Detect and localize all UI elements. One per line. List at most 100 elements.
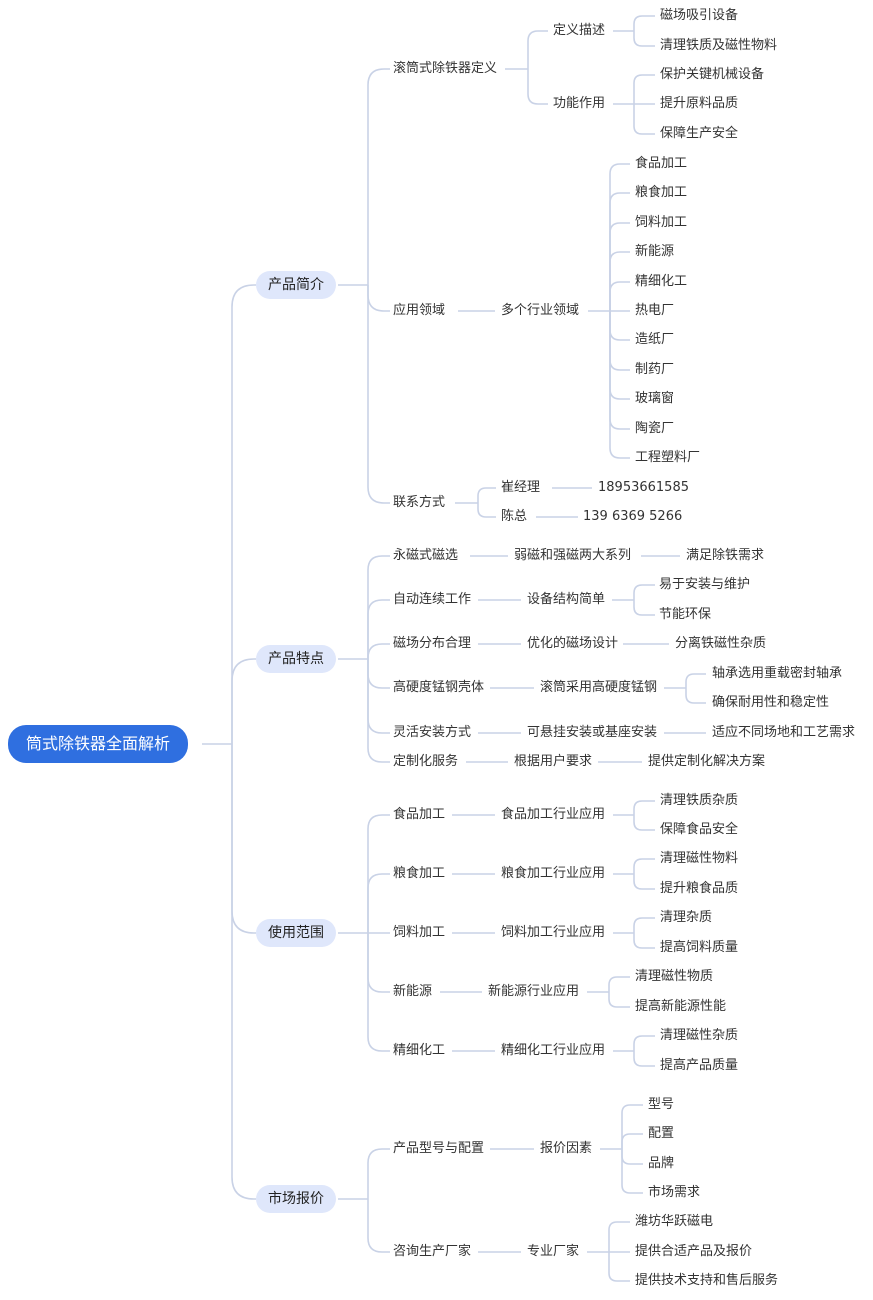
topic-feed-quality[interactable]: 提高饲料质量 bbox=[660, 940, 739, 955]
topic-scope-grain-app[interactable]: 粮食加工行业应用 bbox=[501, 866, 606, 881]
topic-per-user-request[interactable]: 根据用户要求 bbox=[514, 754, 593, 769]
topic-phone-chen[interactable]: 139 6369 5266 bbox=[583, 509, 683, 524]
topic-optimized-field[interactable]: 优化的磁场设计 bbox=[527, 636, 619, 651]
connector bbox=[609, 222, 630, 311]
branch-product-features[interactable]: 产品特点 bbox=[256, 645, 336, 673]
topic-model-config[interactable]: 产品型号与配置 bbox=[393, 1141, 485, 1156]
topic-tech-support[interactable]: 提供技术支持和售后服务 bbox=[635, 1273, 779, 1288]
topic-improve-quality[interactable]: 提升原料品质 bbox=[660, 96, 739, 111]
topic-new-energy-performance[interactable]: 提高新能源性能 bbox=[635, 999, 727, 1014]
topic-scope-new-energy-app[interactable]: 新能源行业应用 bbox=[488, 984, 580, 999]
topic-adapt-sites[interactable]: 适应不同场地和工艺需求 bbox=[712, 725, 856, 740]
topic-industry-fine-chem[interactable]: 精细化工 bbox=[635, 274, 688, 289]
topic-easy-maintain[interactable]: 易于安装与维护 bbox=[659, 577, 751, 592]
topic-protect-machinery[interactable]: 保护关键机械设备 bbox=[660, 67, 765, 82]
topic-factor-brand[interactable]: 品牌 bbox=[648, 1156, 675, 1171]
topic-field-distribution[interactable]: 磁场分布合理 bbox=[393, 636, 472, 651]
topic-clean-iron-impurities[interactable]: 清理铁质杂质 bbox=[660, 793, 739, 808]
topic-scope-fine-chem-app[interactable]: 精细化工行业应用 bbox=[501, 1043, 606, 1058]
topic-industry-grain[interactable]: 粮食加工 bbox=[635, 185, 688, 200]
topic-auto-continuous[interactable]: 自动连续工作 bbox=[393, 592, 472, 607]
topic-industry-pharma[interactable]: 制药厂 bbox=[635, 362, 675, 377]
topic-product-quality[interactable]: 提高产品质量 bbox=[660, 1058, 739, 1073]
connector bbox=[621, 1149, 643, 1194]
topic-pro-manufacturer[interactable]: 专业厂家 bbox=[527, 1244, 580, 1259]
topic-flexible-install[interactable]: 灵活安装方式 bbox=[393, 725, 472, 740]
branch-market-price[interactable]: 市场报价 bbox=[256, 1185, 336, 1213]
topic-definition-desc[interactable]: 定义描述 bbox=[553, 23, 606, 38]
topic-food-safety[interactable]: 保障食品安全 bbox=[660, 822, 739, 837]
connector bbox=[367, 659, 390, 689]
topic-price-factors[interactable]: 报价因素 bbox=[540, 1141, 593, 1156]
topic-weifang-huayue[interactable]: 潍坊华跃磁电 bbox=[635, 1214, 714, 1229]
connector bbox=[633, 74, 655, 104]
topic-drum-manganese[interactable]: 滚筒采用高硬度锰钢 bbox=[540, 680, 658, 695]
topic-scope-feed-app[interactable]: 饲料加工行业应用 bbox=[501, 925, 606, 940]
topic-scope-fine-chem[interactable]: 精细化工 bbox=[393, 1043, 446, 1058]
topic-hang-or-base[interactable]: 可悬挂安装或基座安装 bbox=[527, 725, 658, 740]
topic-meet-needs[interactable]: 满足除铁需求 bbox=[686, 548, 765, 563]
branch-usage-scope[interactable]: 使用范围 bbox=[256, 919, 336, 947]
connector bbox=[231, 284, 256, 744]
topic-consult-manufacturer[interactable]: 咨询生产厂家 bbox=[393, 1244, 472, 1259]
topic-contact-chen[interactable]: 陈总 bbox=[501, 509, 528, 524]
topic-permanent-magnet[interactable]: 永磁式磁选 bbox=[393, 548, 459, 563]
topic-custom-solution[interactable]: 提供定制化解决方案 bbox=[648, 754, 766, 769]
topic-industry-paper[interactable]: 造纸厂 bbox=[635, 332, 675, 347]
topic-heavy-bearing[interactable]: 轴承选用重载密封轴承 bbox=[712, 666, 843, 681]
topic-industry-thermal[interactable]: 热电厂 bbox=[635, 303, 675, 318]
topic-scope-new-energy[interactable]: 新能源 bbox=[393, 984, 433, 999]
topic-factor-config[interactable]: 配置 bbox=[648, 1126, 675, 1141]
topic-contact[interactable]: 联系方式 bbox=[393, 495, 446, 510]
topic-factor-demand[interactable]: 市场需求 bbox=[648, 1185, 701, 1200]
topic-safety[interactable]: 保障生产安全 bbox=[660, 126, 739, 141]
topic-factor-model[interactable]: 型号 bbox=[648, 1097, 675, 1112]
topic-customization[interactable]: 定制化服务 bbox=[393, 754, 459, 769]
branch-product-intro[interactable]: 产品简介 bbox=[256, 271, 336, 299]
topic-multi-industry[interactable]: 多个行业领域 bbox=[501, 303, 580, 318]
topic-products-and-quote[interactable]: 提供合适产品及报价 bbox=[635, 1244, 753, 1259]
topic-energy-saving[interactable]: 节能环保 bbox=[659, 607, 712, 622]
topic-clean-impurities[interactable]: 清理杂质 bbox=[660, 910, 713, 925]
connector bbox=[633, 917, 655, 933]
connector bbox=[609, 192, 630, 311]
connector bbox=[367, 555, 390, 659]
topic-industry-new-energy[interactable]: 新能源 bbox=[635, 244, 675, 259]
connector bbox=[367, 933, 390, 993]
topic-separate-impurities[interactable]: 分离铁磁性杂质 bbox=[675, 636, 767, 651]
topic-industry-plastics[interactable]: 工程塑料厂 bbox=[635, 450, 701, 465]
topic-scope-food-app[interactable]: 食品加工行业应用 bbox=[501, 807, 606, 822]
topic-manganese-shell[interactable]: 高硬度锰钢壳体 bbox=[393, 680, 485, 695]
topic-industry-food[interactable]: 食品加工 bbox=[635, 156, 688, 171]
topic-scope-grain[interactable]: 粮食加工 bbox=[393, 866, 446, 881]
topic-scope-food[interactable]: 食品加工 bbox=[393, 807, 446, 822]
topic-industry-glass[interactable]: 玻璃窗 bbox=[635, 391, 675, 406]
topic-industry-ceramic[interactable]: 陶瓷厂 bbox=[635, 421, 675, 436]
topic-industry-feed[interactable]: 饲料加工 bbox=[635, 215, 688, 230]
topic-clean-magnetic-substance[interactable]: 清理磁性物质 bbox=[635, 969, 714, 984]
topic-clean-magnetic-material[interactable]: 清理磁性物料 bbox=[660, 851, 739, 866]
connector bbox=[527, 69, 548, 105]
connector bbox=[367, 814, 390, 933]
topic-function[interactable]: 功能作用 bbox=[553, 96, 606, 111]
root-topic[interactable]: 筒式除铁器全面解析 bbox=[8, 725, 189, 763]
connector bbox=[231, 744, 256, 934]
topic-grain-quality[interactable]: 提升粮食品质 bbox=[660, 881, 739, 896]
topic-applications[interactable]: 应用领域 bbox=[393, 303, 446, 318]
connector bbox=[621, 1104, 643, 1149]
topic-durability[interactable]: 确保耐用性和稳定性 bbox=[712, 695, 830, 710]
topic-scope-feed[interactable]: 饲料加工 bbox=[393, 925, 446, 940]
topic-simple-structure[interactable]: 设备结构简单 bbox=[527, 592, 606, 607]
topic-contact-manager-cui[interactable]: 崔经理 bbox=[501, 480, 541, 495]
topic-weak-strong-series[interactable]: 弱磁和强磁两大系列 bbox=[514, 548, 632, 563]
connector bbox=[633, 1051, 655, 1067]
topic-roller-definition[interactable]: 滚筒式除铁器定义 bbox=[393, 61, 498, 76]
topic-phone-cui[interactable]: 18953661585 bbox=[598, 480, 689, 495]
topic-clean-magnetic-impurities[interactable]: 清理磁性杂质 bbox=[660, 1028, 739, 1043]
connector bbox=[231, 658, 256, 744]
topic-clean-iron[interactable]: 清理铁质及磁性物料 bbox=[660, 38, 778, 53]
topic-magnetic-attraction[interactable]: 磁场吸引设备 bbox=[660, 8, 739, 23]
connector bbox=[609, 311, 630, 341]
